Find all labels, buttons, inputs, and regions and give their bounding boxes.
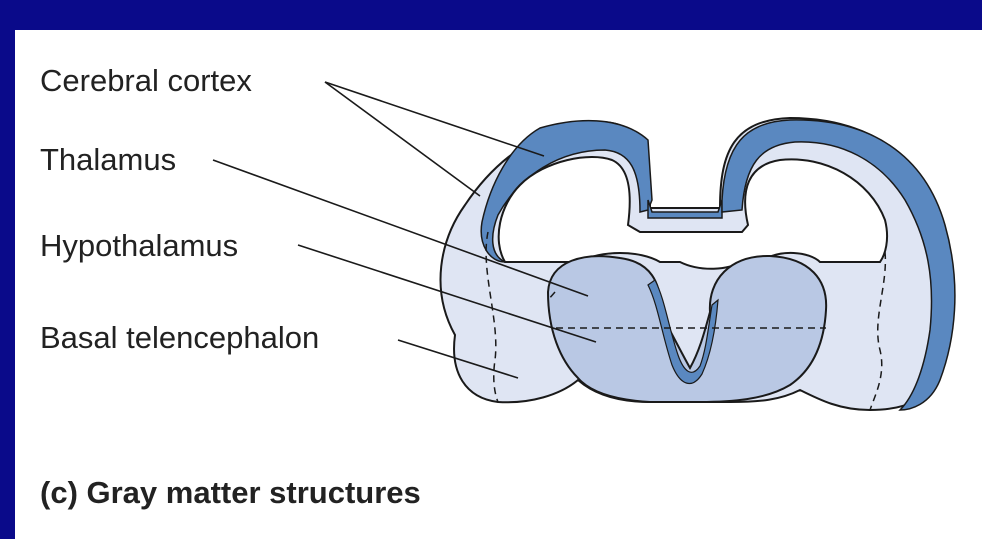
figure-caption: (c) Gray matter structures <box>40 477 421 508</box>
label-cerebral-cortex: Cerebral cortex <box>40 65 252 96</box>
label-hypothalamus: Hypothalamus <box>40 230 238 261</box>
label-thalamus: Thalamus <box>40 144 176 175</box>
label-basal-telencephalon: Basal telencephalon <box>40 322 319 353</box>
